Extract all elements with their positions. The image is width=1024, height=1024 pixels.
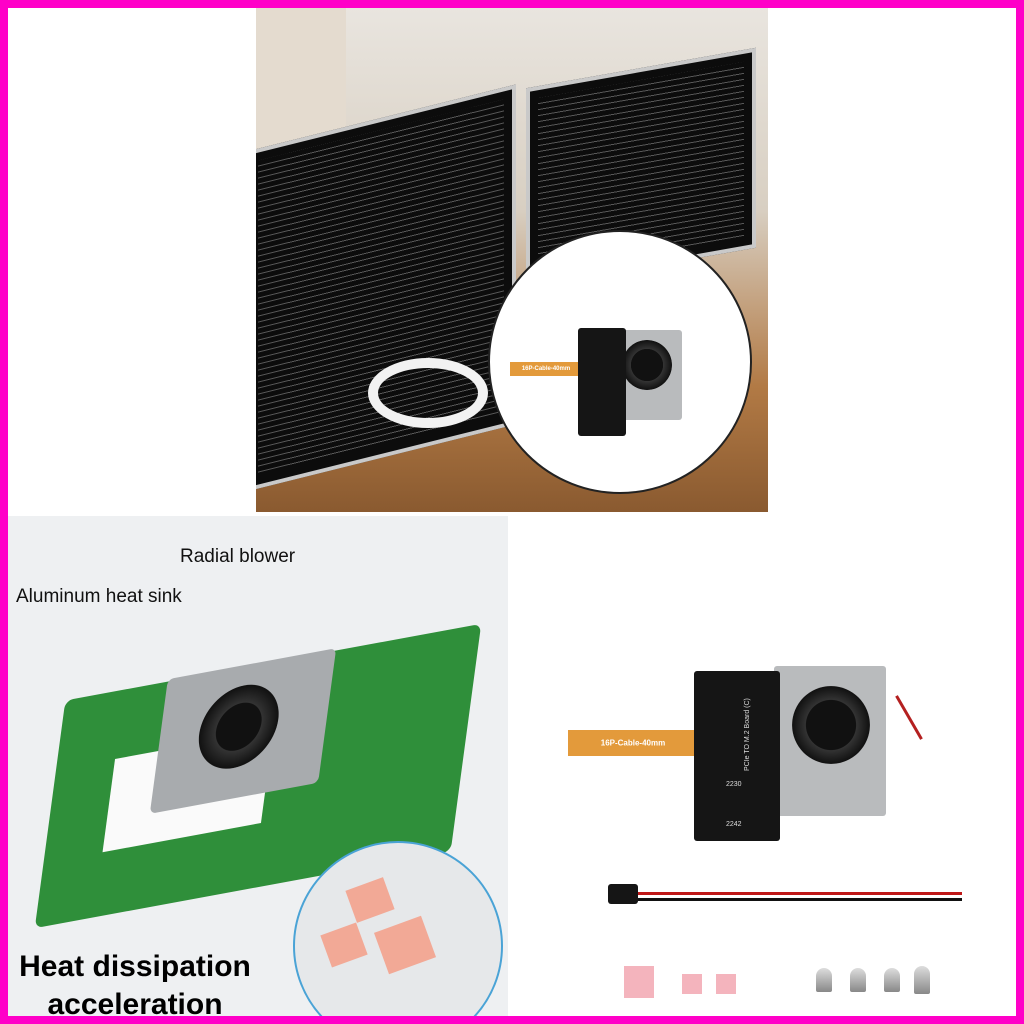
- m2-board: [578, 328, 626, 436]
- size-2230: 2230: [726, 781, 742, 788]
- label-aluminum-heat-sink: Aluminum heat sink: [16, 586, 182, 607]
- standoff: [914, 966, 930, 994]
- monitor-stand: [368, 358, 488, 428]
- product-contents: 16P-Cable-40mm PCIe TO M.2 Board (C) 223…: [512, 516, 1016, 1016]
- product-collage: 16P-Cable-40mm Radial blower Aluminum he…: [8, 8, 1016, 1016]
- screw: [884, 968, 900, 992]
- thermal-pad: [682, 974, 702, 994]
- dual-monitor-photo: 16P-Cable-40mm: [256, 8, 768, 512]
- cooling-diagram: Radial blower Aluminum heat sink Heat di…: [8, 516, 508, 1016]
- headline-line2: acceleration: [47, 988, 223, 1016]
- screw: [850, 968, 866, 992]
- size-2242: 2242: [726, 821, 742, 828]
- dupont-connector: [608, 884, 638, 904]
- ribbon-cable: 16P-Cable-40mm: [568, 730, 698, 756]
- board-label: PCIe TO M.2 Board (C): [744, 698, 751, 771]
- ribbon-cable: 16P-Cable-40mm: [510, 362, 582, 376]
- cable-label: 16P-Cable-40mm: [521, 366, 571, 372]
- screw: [816, 968, 832, 992]
- product-inset: 16P-Cable-40mm: [488, 230, 752, 494]
- fan-wire: [895, 695, 923, 740]
- m2-board: PCIe TO M.2 Board (C) 2230 2242: [694, 671, 780, 841]
- thermal-pad: [716, 974, 736, 994]
- power-wire-red: [632, 892, 962, 895]
- label-radial-blower: Radial blower: [180, 546, 296, 567]
- power-wire-black: [632, 898, 962, 901]
- thermal-pad: [624, 966, 654, 998]
- cable-label: 16P-Cable-40mm: [600, 738, 666, 748]
- monitor-left: [256, 84, 516, 492]
- fan-heatsink: [774, 666, 886, 816]
- headline-line1: Heat dissipation: [19, 950, 251, 983]
